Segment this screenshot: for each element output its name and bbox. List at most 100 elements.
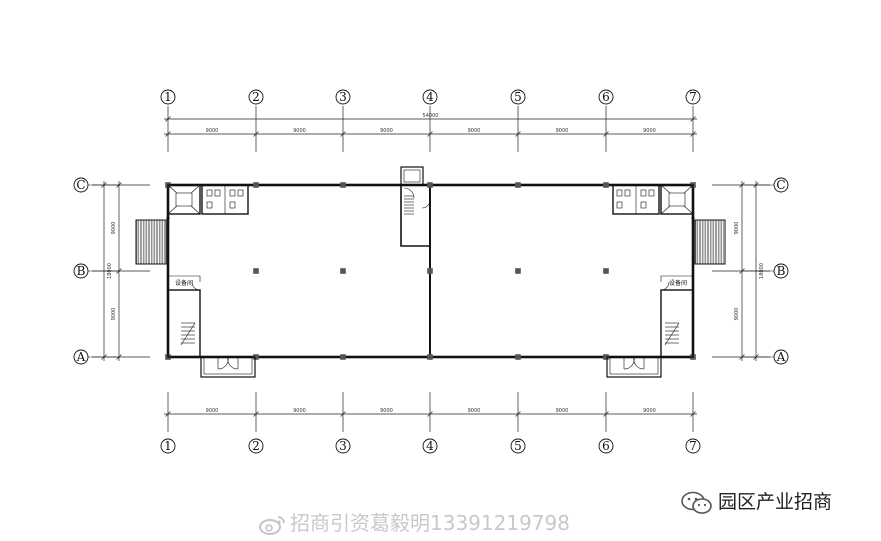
elevator-car-left: [175, 192, 193, 207]
elevator-shaft-left: [167, 184, 201, 215]
grid-label-column: 6: [602, 90, 610, 104]
watermark-text: 招商引资葛毅明13391219798: [290, 511, 570, 535]
structural-column: [603, 268, 609, 274]
toilet-fixture-right: [640, 189, 647, 197]
grid-bubble-column: [248, 438, 264, 454]
toilet-fixture-left: [214, 189, 221, 197]
elevator-shaft-right: [660, 184, 694, 215]
grid-bubble-column: [335, 438, 351, 454]
top-bay-text: 9000: [206, 128, 219, 134]
left-bay-text: 9000: [111, 308, 117, 321]
center-entry-door: [403, 169, 421, 183]
grid-label-column: 3: [339, 90, 347, 104]
left-overall-text: 18000: [107, 263, 113, 279]
grid-bubble-row: [73, 177, 89, 193]
bottom-bay-tick: [340, 411, 346, 417]
grid-bubble-row: [73, 263, 89, 279]
grid-bubble-column: [160, 89, 176, 105]
grid-bubble-row: [73, 349, 89, 365]
grid-label-row: A: [776, 350, 786, 364]
top-bay-text: 9000: [468, 128, 481, 134]
right-bay-text: 9000: [734, 308, 740, 321]
right-overall-text: 18000: [759, 263, 765, 279]
ramp-left: [135, 219, 167, 265]
structural-column: [253, 268, 259, 274]
grid-label-column: 3: [339, 439, 347, 453]
grid-label-column: 7: [689, 439, 697, 453]
structural-column: [340, 354, 346, 360]
bottom-bay-tick: [165, 411, 171, 417]
structural-column: [253, 354, 259, 360]
top-bay-text: 9000: [643, 128, 656, 134]
structural-column: [340, 182, 346, 188]
wechat-icon: [681, 491, 712, 514]
entrance-right-door-swing: [623, 356, 645, 370]
grid-bubble-column: [160, 438, 176, 454]
entrance-left-door-leaf: [217, 357, 239, 369]
toilet-fixture-left: [237, 189, 244, 197]
structural-column: [515, 268, 521, 274]
toilet-fixture-left: [229, 189, 236, 197]
dimension-lines: [88, 106, 774, 432]
grid-bubble-column: [685, 89, 701, 105]
grid-bubble-column: [248, 89, 264, 105]
weibo-icon: [259, 515, 285, 535]
stair-arrow-right: [664, 322, 680, 346]
structural-column: [427, 354, 433, 360]
bottom-bay-text: 9000: [556, 408, 569, 414]
grid-label-column: 1: [164, 90, 172, 104]
top-overall-tick: [165, 116, 171, 122]
bottom-bay-tick: [603, 411, 609, 417]
toilet-fixture-left: [229, 201, 236, 209]
bottom-bay-tick: [515, 411, 521, 417]
toilet-fixture-left: [206, 201, 213, 209]
structural-column: [603, 182, 609, 188]
grid-bubble-column: [422, 89, 438, 105]
grid-label-column: 6: [602, 439, 610, 453]
left-bay-text: 9000: [111, 222, 117, 235]
grid-label-row: A: [76, 350, 86, 364]
grid-label-column: 5: [514, 439, 522, 453]
toilet-fixture-right: [640, 201, 647, 209]
bottom-bay-tick: [427, 411, 433, 417]
structural-column: [427, 268, 433, 274]
stair-arrow-left: [180, 322, 196, 346]
structural-column: [253, 182, 259, 188]
structural-column: [603, 354, 609, 360]
structural-column: [340, 268, 346, 274]
grid-bubble-column: [510, 89, 526, 105]
brand-label: 园区产业招商: [680, 487, 832, 516]
toilet-fixture-right: [624, 189, 631, 197]
bottom-bay-text: 9000: [293, 408, 306, 414]
elevator-car-right: [668, 192, 686, 207]
grid-label-column: 2: [252, 439, 260, 453]
grid-bubble-row: [773, 349, 789, 365]
top-bay-tick: [603, 131, 609, 137]
entrance-right-door-leaf: [623, 357, 645, 369]
bottom-bay-text: 9000: [468, 408, 481, 414]
bottom-bay-text: 9000: [380, 408, 393, 414]
door-swing-left: [191, 281, 201, 291]
grid-label-column: 1: [164, 439, 172, 453]
top-bay-text: 9000: [293, 128, 306, 134]
grid-label-column: 4: [426, 90, 434, 104]
top-bay-tick: [165, 131, 171, 137]
grid-bubble-column: [422, 438, 438, 454]
top-bay-text: 9000: [556, 128, 569, 134]
bottom-bay-tick: [253, 411, 259, 417]
room-label-right: 设备间: [669, 279, 687, 287]
top-bay-text: 9000: [380, 128, 393, 134]
toilet-fixture-right: [616, 189, 623, 197]
door-swing-right: [660, 281, 670, 291]
room-label-left: 设备间: [175, 279, 193, 287]
right-bay-text: 9000: [734, 222, 740, 235]
bottom-bay-tick: [690, 411, 696, 417]
grid-label-column: 5: [514, 90, 522, 104]
grid-bubble-column: [598, 438, 614, 454]
toilet-fixture-right: [648, 189, 655, 197]
stair-enclosure-left: [167, 289, 201, 358]
grid-label-row: C: [76, 178, 85, 192]
structural-column: [515, 354, 521, 360]
